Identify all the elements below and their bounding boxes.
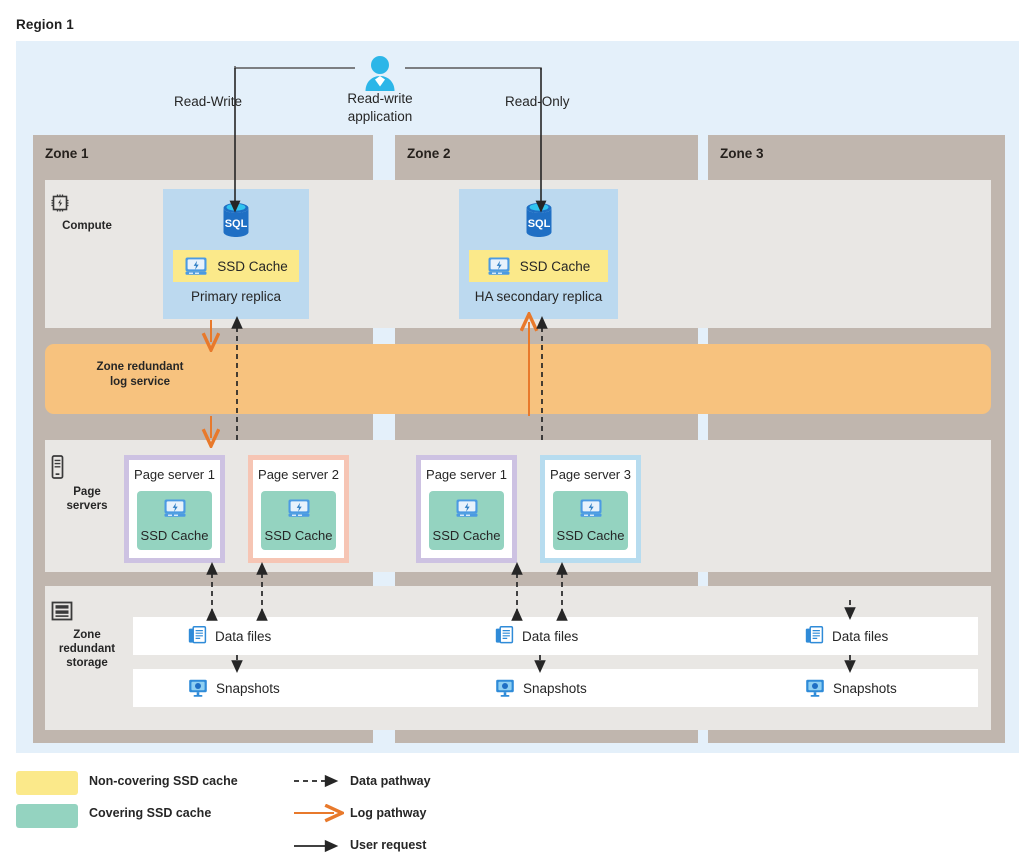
- data-files-icon: [495, 626, 514, 646]
- user-request-connectors: [229, 66, 547, 213]
- log-pathway-arrows: [211, 320, 529, 438]
- snapshots-label: Snapshots: [216, 680, 280, 696]
- snapshots-label: Snapshots: [523, 680, 587, 696]
- page-server-name: Page server 1: [134, 467, 215, 482]
- app-label-line1: Read-write: [347, 91, 413, 106]
- page-servers-row-label: Page servers: [50, 455, 124, 513]
- compute-label-text: Compute: [62, 220, 112, 232]
- svg-text:SQL: SQL: [527, 218, 550, 230]
- read-write-application-label: Read-write application: [322, 90, 438, 126]
- primary-replica-card[interactable]: SQL SSD Cache Primary replica: [163, 189, 309, 319]
- ssd-cache-icon: [163, 498, 187, 519]
- storage-label-line1: Zone: [73, 629, 101, 641]
- page-server-card[interactable]: Page server 2 SSD Cache: [248, 455, 349, 563]
- ssd-cache-icon: [579, 498, 603, 519]
- ssd-cache-icon: [487, 256, 511, 277]
- data-files-label: Data files: [832, 628, 889, 644]
- legend-label-covering: Covering SSD cache: [89, 806, 212, 820]
- snapshots-cell[interactable]: Snapshots: [188, 669, 280, 707]
- page-server-name: Page server 1: [426, 467, 507, 482]
- data-files-cell[interactable]: Data files: [495, 617, 578, 655]
- legend: Non-covering SSD cache Covering SSD cach…: [16, 768, 1019, 863]
- snapshots-cell[interactable]: Snapshots: [495, 669, 587, 707]
- cpu-icon: [50, 193, 124, 213]
- covering-ssd-cache: SSD Cache: [137, 491, 212, 550]
- page-servers-label-line1: Page: [73, 486, 101, 498]
- zone-header-2: Zone 2: [395, 135, 698, 173]
- replica-name: Primary replica: [190, 289, 282, 304]
- legend-swatch-non-covering: [16, 771, 78, 795]
- data-files-label: Data files: [522, 628, 579, 644]
- ssd-cache-badge: SSD Cache: [469, 250, 608, 282]
- data-files-strip: Data files Data files Data files: [133, 617, 978, 655]
- ssd-cache-label: SSD Cache: [519, 258, 591, 274]
- page-server-card[interactable]: Page server 1 SSD Cache: [416, 455, 517, 563]
- ha-secondary-replica-card[interactable]: SQL SSD Cache HA secondary replica: [459, 189, 618, 319]
- ssd-cache-label: SSD Cache: [264, 528, 333, 543]
- app-label-line2: application: [347, 109, 413, 125]
- legend-label-data-pathway: Data pathway: [350, 774, 431, 788]
- data-files-icon: [188, 626, 207, 646]
- snapshots-icon: [188, 678, 208, 698]
- legend-label-non-covering: Non-covering SSD cache: [89, 774, 238, 788]
- snapshots-icon: [805, 678, 825, 698]
- data-files-label: Data files: [215, 628, 272, 644]
- data-files-cell[interactable]: Data files: [805, 617, 888, 655]
- snapshots-cell[interactable]: Snapshots: [805, 669, 897, 707]
- zone-label-1: Zone 1: [45, 146, 89, 161]
- compute-row-label: Compute: [50, 193, 124, 233]
- legend-label-user-request: User request: [350, 838, 427, 852]
- svg-text:SQL: SQL: [225, 218, 248, 230]
- zone-header-3: Zone 3: [708, 135, 1005, 173]
- replica-name: HA secondary replica: [474, 289, 603, 304]
- read-write-path-label: Read-Write: [174, 94, 243, 109]
- read-only-path-label: Read-Only: [505, 94, 570, 109]
- page-server-icon: [50, 455, 124, 479]
- page-server-name: Page server 2: [258, 467, 339, 482]
- ssd-cache-icon: [455, 498, 479, 519]
- data-pathway-arrows: [206, 316, 856, 673]
- data-files-cell[interactable]: Data files: [188, 617, 271, 655]
- page-server-card[interactable]: Page server 1 SSD Cache: [124, 455, 225, 563]
- ssd-cache-label: SSD Cache: [140, 528, 209, 543]
- data-files-icon: [805, 626, 824, 646]
- snapshots-strip: Snapshots Snapshots Snapshots: [133, 669, 978, 707]
- storage-icon: [50, 600, 124, 622]
- ssd-cache-badge: SSD Cache: [173, 250, 299, 282]
- covering-ssd-cache: SSD Cache: [261, 491, 336, 550]
- storage-row-label: Zone redundant storage: [50, 600, 124, 670]
- ssd-cache-label: SSD Cache: [432, 528, 501, 543]
- ssd-cache-icon: [287, 498, 311, 519]
- ssd-cache-label: SSD Cache: [217, 258, 288, 274]
- zone-redundant-log-service: Zone redundant log service: [45, 344, 991, 414]
- legend-label-log-pathway: Log pathway: [350, 806, 427, 820]
- storage-label-line2: redundant: [58, 643, 116, 656]
- ssd-cache-label: SSD Cache: [556, 528, 625, 543]
- log-service-label-line1: Zone redundant: [96, 361, 184, 373]
- covering-ssd-cache: SSD Cache: [429, 491, 504, 550]
- storage-label-line3: storage: [66, 657, 108, 670]
- legend-swatch-covering: [16, 804, 78, 828]
- log-service-label-line2: log service: [109, 375, 171, 388]
- page-server-card[interactable]: Page server 3 SSD Cache: [540, 455, 641, 563]
- snapshots-label: Snapshots: [833, 680, 897, 696]
- connectors-overlay: [0, 56, 856, 673]
- page-servers-label-line2: servers: [66, 500, 108, 513]
- zone-label-3: Zone 3: [720, 146, 764, 161]
- zone-header-1: Zone 1: [33, 135, 373, 173]
- covering-ssd-cache: SSD Cache: [553, 491, 628, 550]
- user-icon: [365, 56, 395, 91]
- region-title: Region 1: [16, 17, 74, 32]
- legend-line-samples: [294, 774, 382, 853]
- snapshots-icon: [495, 678, 515, 698]
- ssd-cache-icon: [184, 256, 208, 277]
- page-server-name: Page server 3: [550, 467, 631, 482]
- zone-label-2: Zone 2: [407, 146, 451, 161]
